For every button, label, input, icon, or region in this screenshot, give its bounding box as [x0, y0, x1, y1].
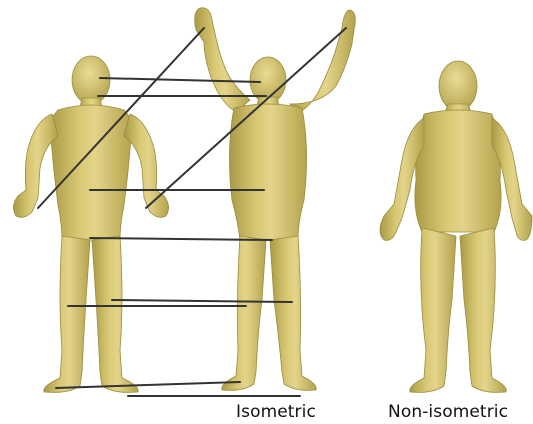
- caption-non-isometric: Non-isometric: [388, 402, 508, 422]
- non-isometric-torso: [415, 110, 501, 232]
- source-left-leg: [44, 236, 90, 392]
- isometric-right-leg: [270, 236, 316, 390]
- non-isometric-head: [439, 61, 477, 111]
- source-torso: [50, 105, 132, 240]
- isometric-left-leg: [222, 236, 266, 390]
- caption-isometric: Isometric: [236, 402, 316, 422]
- correspondence-line-right-knee: [112, 300, 292, 302]
- isometric-right-arm: [290, 10, 355, 112]
- source-body: [13, 56, 168, 392]
- non-isometric-left-leg: [410, 228, 456, 392]
- non-isometric-right-leg: [460, 228, 506, 392]
- correspondence-line-left-foot: [56, 382, 240, 388]
- correspondence-line-eyes: [100, 78, 260, 82]
- non-isometric-target-body: [380, 61, 532, 392]
- source-left-arm: [13, 114, 58, 217]
- source-right-leg: [92, 236, 138, 392]
- isometric-torso: [229, 104, 306, 240]
- isometric-target-body: [195, 8, 356, 391]
- source-right-arm: [124, 114, 169, 217]
